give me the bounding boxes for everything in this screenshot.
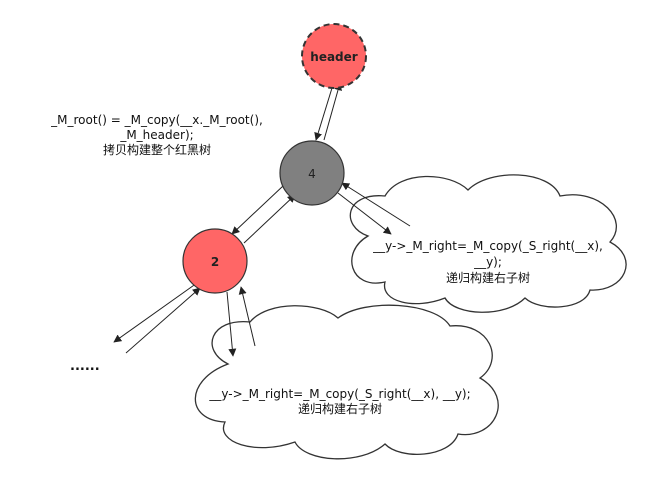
edge-2-to-cloud-bottom bbox=[226, 291, 237, 357]
cloud-bottom-line1: __y->_M_right=_M_copy(_S_right(__x), __y… bbox=[208, 387, 470, 401]
node-2 bbox=[182, 228, 248, 294]
edge-4-to-2 bbox=[231, 185, 284, 235]
cloud-right-copy-bottom bbox=[194, 304, 499, 460]
edge-2-to-left-child bbox=[113, 282, 198, 343]
cloud-top-line2: __y); bbox=[473, 255, 502, 269]
edge-header-to-4 bbox=[314, 87, 333, 141]
cloud-right-copy-top bbox=[349, 174, 627, 313]
edge-left-child-to-2 bbox=[125, 287, 201, 354]
edge-cloud-bottom-to-2 bbox=[238, 286, 256, 347]
cloud-top-line1: __y->_M_right=_M_copy(_S_right(__x), bbox=[372, 239, 603, 253]
annotation-root-copy-line2: _M_header); bbox=[119, 128, 193, 142]
annotation-root-copy-line3: 拷贝构建整个红黑树 bbox=[103, 142, 211, 157]
edge-4-to-header bbox=[323, 82, 342, 141]
node-2-label: 2 bbox=[211, 255, 219, 269]
annotation-root-copy-line1: _M_root() = _M_copy(__x._M_root(), bbox=[50, 113, 263, 127]
left-subtree-ellipsis: ...... bbox=[70, 359, 100, 374]
edge-2-to-4 bbox=[243, 194, 296, 244]
node-4-label: 4 bbox=[308, 167, 316, 181]
node-4 bbox=[279, 140, 345, 206]
edge-cloud-top-to-4 bbox=[341, 182, 411, 227]
cloud-top-line3: 递归构建右子树 bbox=[446, 270, 530, 285]
node-header bbox=[301, 23, 367, 89]
node-header-label: header bbox=[310, 50, 358, 64]
cloud-bottom-line2: 递归构建右子树 bbox=[298, 401, 382, 416]
edge-4-to-cloud-top bbox=[337, 192, 392, 235]
